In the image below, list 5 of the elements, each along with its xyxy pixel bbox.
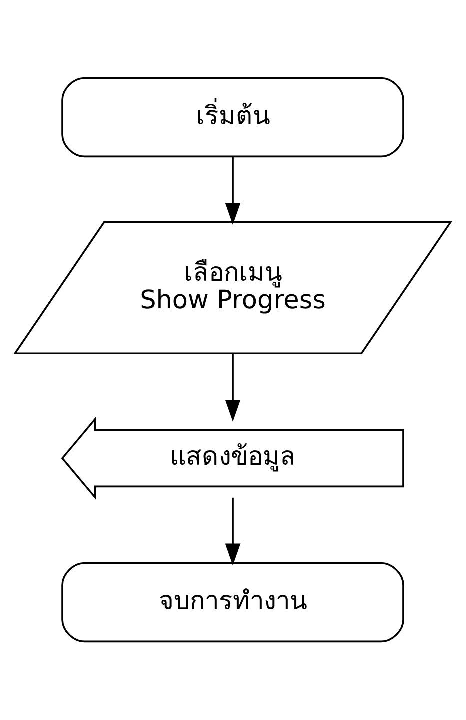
arrow [225,157,241,226]
node-box: จบการทำงาน [62,562,404,643]
arrow [225,354,241,422]
node-box: เริ่มต้น [62,77,404,158]
arrow [225,498,241,566]
